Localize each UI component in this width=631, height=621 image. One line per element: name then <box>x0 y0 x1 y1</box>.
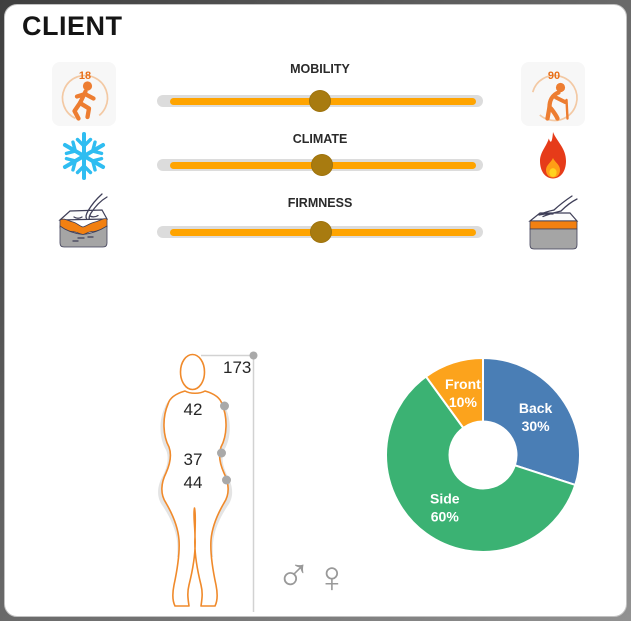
pie-slice-back[interactable] <box>482 357 581 486</box>
waist-value: 37 <box>184 450 203 469</box>
position-donut-chart: Back 30% Side 60% Front 10% <box>385 357 581 553</box>
pie-slice-name: Side <box>430 491 460 507</box>
mobility-slider[interactable] <box>157 90 483 112</box>
female-symbol[interactable]: ♀ <box>315 553 349 602</box>
height-value: 173 <box>223 358 251 377</box>
pie-slice-front[interactable] <box>424 357 484 429</box>
pie-slice-name: Front <box>445 376 481 392</box>
body-measurement-figure: 173 42 37 44 <box>158 351 258 612</box>
pie-slice-percent: 10% <box>449 394 478 410</box>
pie-slice-percent: 60% <box>431 509 460 525</box>
mobility-slider-handle[interactable] <box>309 90 331 112</box>
hip-handle-dot[interactable] <box>222 475 231 485</box>
snowflake-icon <box>59 132 109 180</box>
body-outline <box>161 390 229 607</box>
mobility-min-tile[interactable]: 18 <box>52 62 116 126</box>
hip-value: 44 <box>184 473 203 492</box>
mobility-min-value: 18 <box>79 70 91 82</box>
shoulder-value: 42 <box>184 400 203 419</box>
waist-handle-dot[interactable] <box>217 448 226 458</box>
gender-selector: ♂ ♀ <box>276 546 366 610</box>
runner-icon: 18 <box>61 70 109 122</box>
male-symbol[interactable]: ♂ <box>276 548 312 601</box>
firmness-slider[interactable] <box>157 221 483 243</box>
mobility-label: MOBILITY <box>290 62 350 76</box>
shoulder-handle-dot[interactable] <box>220 401 229 411</box>
firmness-slider-handle[interactable] <box>309 221 332 243</box>
page-title: CLIENT <box>22 11 123 41</box>
climate-label: CLIMATE <box>292 132 348 146</box>
firmness-soft-button[interactable] <box>50 191 114 251</box>
climate-warm-button[interactable] <box>521 126 585 186</box>
client-panel: CLIENT 18 MOBILITY 90 <box>4 4 627 617</box>
firmness-firm-button[interactable] <box>520 191 584 251</box>
climate-cold-button[interactable] <box>52 126 116 186</box>
height-handle-dot[interactable] <box>249 351 258 360</box>
climate-slider-handle[interactable] <box>310 154 333 176</box>
soft-mattress-icon <box>58 193 109 248</box>
pie-slice-side[interactable] <box>385 375 577 553</box>
mobility-max-value: 90 <box>548 70 560 82</box>
mobility-max-tile[interactable]: 90 <box>521 62 585 126</box>
firmness-label: FIRMNESS <box>287 196 353 210</box>
pie-slice-name: Back <box>519 400 553 416</box>
firm-mattress-icon <box>528 195 579 250</box>
climate-slider[interactable] <box>157 154 483 176</box>
elder-with-cane-icon: 90 <box>531 70 578 122</box>
body-head <box>179 353 206 391</box>
flame-icon <box>540 132 566 179</box>
pie-slice-percent: 30% <box>522 418 551 434</box>
